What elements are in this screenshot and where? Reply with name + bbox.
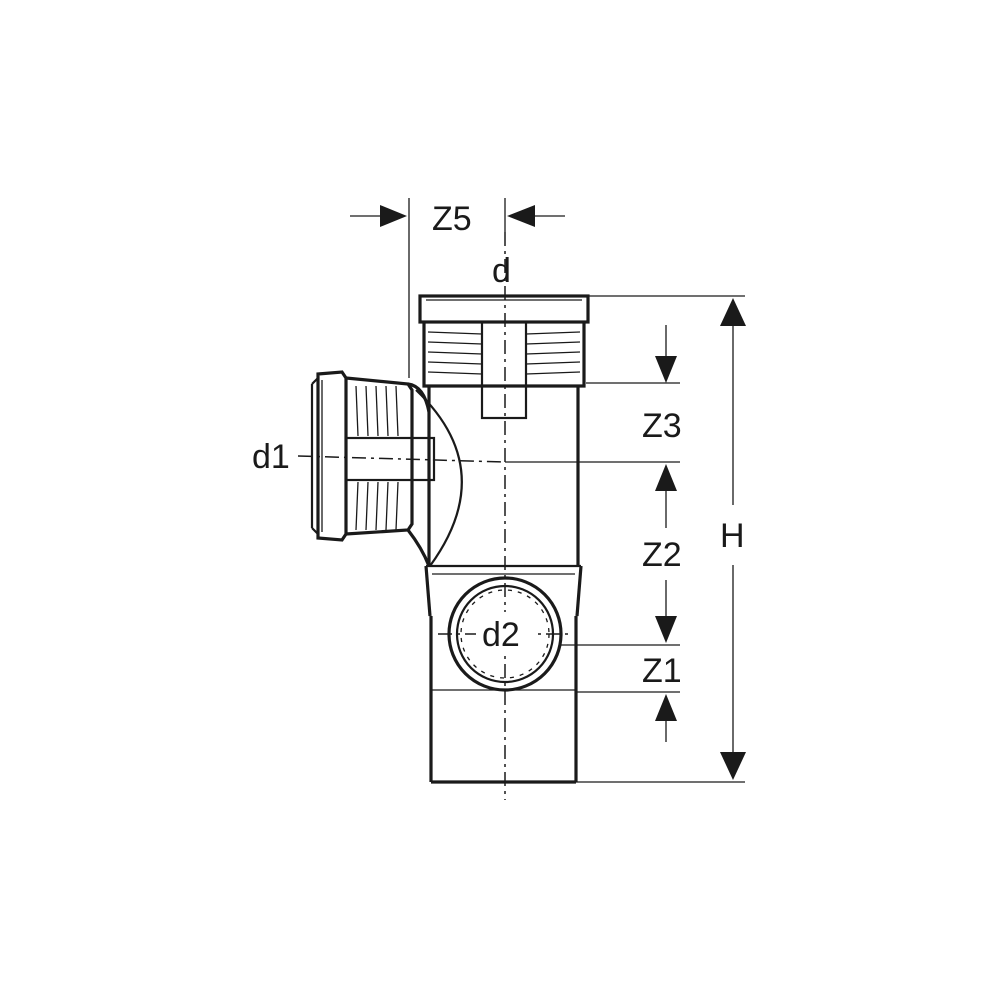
branch-centerline bbox=[297, 455, 506, 463]
label-z1: Z1 bbox=[642, 652, 682, 690]
label-z3: Z3 bbox=[642, 407, 682, 445]
side-thread-lines bbox=[355, 385, 399, 531]
z3-dimension bbox=[655, 325, 677, 383]
z2-dimension bbox=[655, 464, 677, 643]
main-pipe bbox=[418, 294, 590, 784]
top-threaded-section bbox=[422, 322, 586, 388]
label-z5: Z5 bbox=[432, 200, 472, 238]
top-thread-lines bbox=[427, 331, 581, 375]
z5-dimension bbox=[350, 198, 565, 378]
label-h: H bbox=[720, 517, 745, 555]
label-z2: Z2 bbox=[642, 536, 682, 574]
label-d2: d2 bbox=[482, 616, 520, 654]
side-branch bbox=[310, 370, 463, 567]
side-inner-stub bbox=[344, 436, 436, 482]
z1-dimension bbox=[655, 694, 677, 742]
h-dimension bbox=[720, 298, 746, 780]
label-d1: d1 bbox=[252, 438, 290, 476]
side-threaded-body bbox=[345, 376, 414, 536]
top-inner-stub bbox=[480, 320, 528, 420]
label-d: d bbox=[492, 252, 511, 290]
